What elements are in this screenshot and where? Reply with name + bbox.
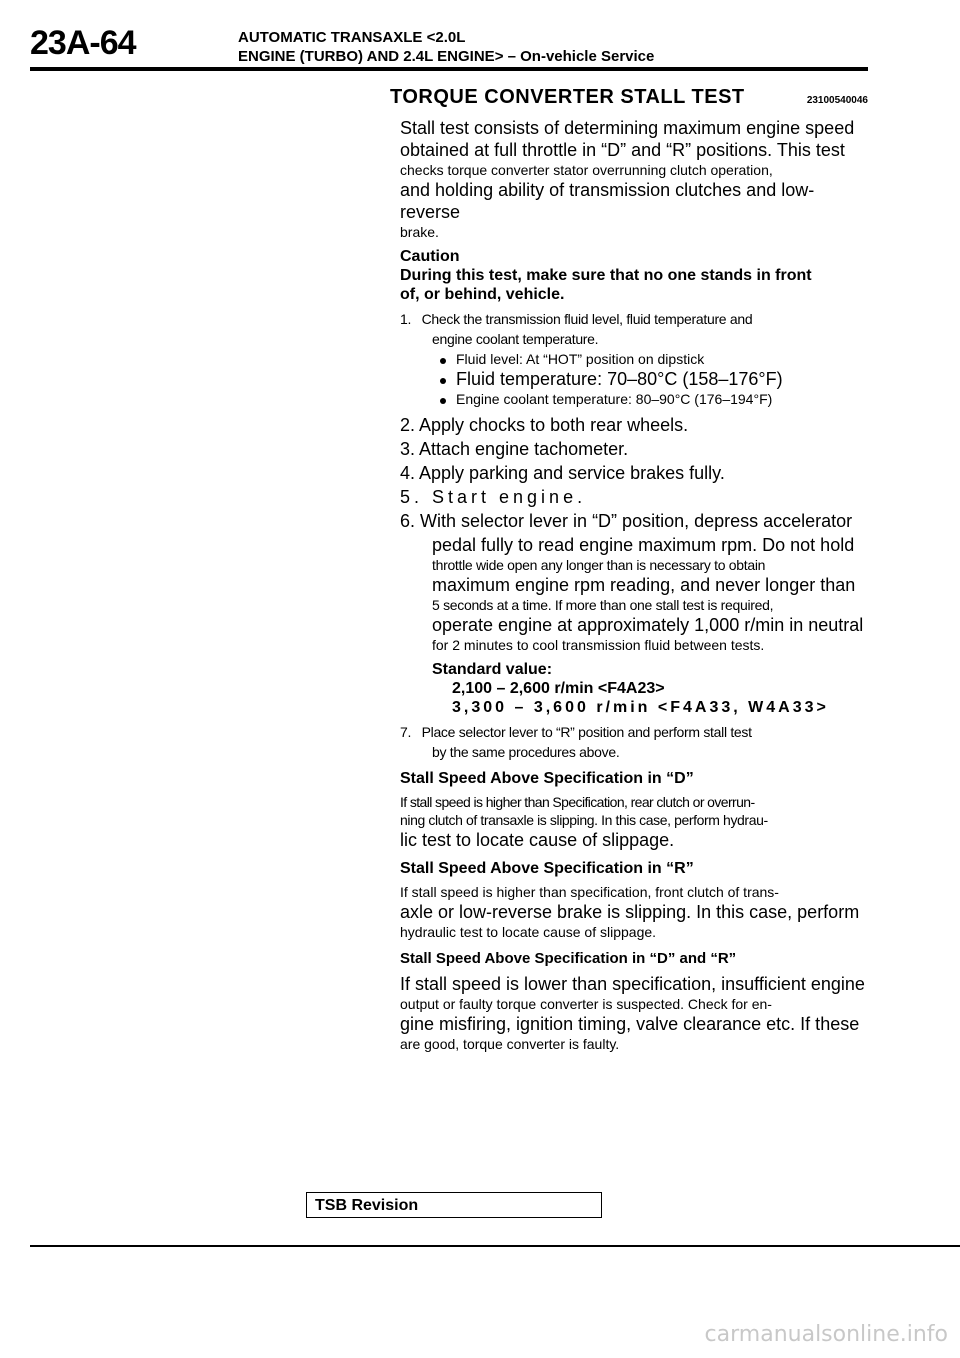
standard-value: 2,100 – 2,600 r/min <F4A23>: [452, 680, 665, 697]
caution-line: of, or behind, vehicle.: [400, 286, 565, 303]
step-4: 4. Apply parking and service brakes full…: [400, 463, 725, 483]
header-line-1: AUTOMATIC TRANSAXLE <2.0L: [238, 29, 466, 46]
intro-paragraph: Stall test consists of determining maxim…: [400, 117, 868, 241]
step-text: maximum engine rpm reading, and never lo…: [432, 575, 856, 595]
step-5: 5. Start engine.: [400, 487, 587, 507]
d-spec-block: Stall Speed Above Specification in “D” I…: [400, 769, 868, 851]
r-spec-block: Stall Speed Above Specification in “R” I…: [400, 859, 868, 941]
section-heading: TORQUE CONVERTER STALL TEST 23100540046: [390, 86, 868, 109]
header-divider: [30, 67, 868, 71]
step-text: Check the transmission fluid level, flui…: [421, 311, 753, 327]
caution-label: Caution: [400, 248, 460, 265]
tsb-revision-box: TSB Revision: [306, 1192, 602, 1218]
paragraph-line: gine misfiring, ignition timing, valve c…: [400, 1014, 860, 1034]
step-2: 2. Apply chocks to both rear wheels.: [400, 415, 689, 435]
paragraph-line: If stall speed is lower than specificati…: [400, 974, 865, 994]
dr-spec-block: Stall Speed Above Specification in “D” a…: [400, 949, 868, 1053]
paragraph-line: If stall speed is higher than specificat…: [400, 884, 779, 900]
step-number: 7.: [400, 724, 412, 740]
subheading: Stall Speed Above Specification in “D” a…: [400, 950, 737, 967]
step-text: for 2 minutes to cool transmission fluid…: [432, 637, 765, 653]
header-line-2: ENGINE (TURBO) AND 2.4L ENGINE> – On-veh…: [238, 48, 655, 65]
intro-line: and holding ability of transmission clut…: [400, 180, 815, 222]
paragraph-line: hydraulic test to locate cause of slippa…: [400, 924, 657, 940]
step-text: by the same procedures above.: [432, 744, 620, 760]
footer-divider: [30, 1245, 960, 1247]
intro-line: checks torque converter stator overrunni…: [400, 162, 773, 178]
step-text: 5 seconds at a time. If more than one st…: [432, 597, 774, 613]
running-header: AUTOMATIC TRANSAXLE <2.0L ENGINE (TURBO)…: [238, 28, 654, 66]
intro-line: Stall test consists of determining maxim…: [400, 118, 855, 138]
step-number: 1.: [400, 311, 412, 327]
standard-value-block: Standard value: 2,100 – 2,600 r/min <F4A…: [400, 660, 868, 717]
paragraph-line: ning clutch of transaxle is slipping. In…: [400, 812, 768, 828]
site-watermark: carmanualsonline.info: [704, 1322, 948, 1347]
step-text: throttle wide open any longer than is ne…: [432, 557, 766, 573]
subheading: Stall Speed Above Specification in “R”: [400, 860, 694, 877]
step-text: Place selector lever to “R” position and…: [421, 724, 752, 740]
step-text: pedal fully to read engine maximum rpm. …: [432, 535, 855, 555]
standard-value: 3,300 – 3,600 r/min <F4A33, W4A33>: [452, 699, 829, 716]
section-title: TORQUE CONVERTER STALL TEST: [390, 86, 745, 108]
paragraph-line: If stall speed is higher than Specificat…: [400, 794, 755, 810]
step-3: 3. Attach engine tachometer.: [400, 439, 629, 459]
paragraph-line: output or faulty torque converter is sus…: [400, 996, 772, 1012]
procedure-steps: 1. Check the transmission fluid level, f…: [400, 310, 868, 761]
intro-line: obtained at full throttle in “D” and “R”…: [400, 140, 845, 160]
stall-test-section: TORQUE CONVERTER STALL TEST 23100540046 …: [378, 86, 868, 1053]
list-item: Fluid level: At “HOT” position on dipsti…: [440, 350, 868, 368]
step-text: operate engine at approximately 1,000 r/…: [432, 615, 864, 635]
page-number: 23A-64: [30, 24, 137, 62]
list-item: Fluid temperature: 70–80°C (158–176°F): [440, 368, 868, 390]
list-item: Engine coolant temperature: 80–90°C (176…: [440, 390, 868, 408]
step-6: 6. With selector lever in “D” position, …: [400, 511, 853, 531]
step-1: 1. Check the transmission fluid level, f…: [400, 310, 868, 328]
subheading: Stall Speed Above Specification in “D”: [400, 770, 694, 787]
section-code: 23100540046: [806, 95, 868, 106]
caution-line: During this test, make sure that no one …: [400, 267, 812, 284]
paragraph-line: axle or low-reverse brake is slipping. I…: [400, 902, 860, 922]
step-7: 7. Place selector lever to “R” position …: [400, 723, 868, 741]
paragraph-line: lic test to locate cause of slippage.: [400, 830, 675, 850]
step-text: engine coolant temperature.: [432, 331, 599, 347]
check-list: Fluid level: At “HOT” position on dipsti…: [400, 350, 868, 408]
intro-line: brake.: [400, 224, 439, 240]
paragraph-line: are good, torque converter is faulty.: [400, 1036, 620, 1052]
caution-block: Caution During this test, make sure that…: [400, 247, 868, 304]
section-body: Stall test consists of determining maxim…: [400, 117, 868, 1053]
standard-value-label: Standard value:: [432, 661, 553, 678]
